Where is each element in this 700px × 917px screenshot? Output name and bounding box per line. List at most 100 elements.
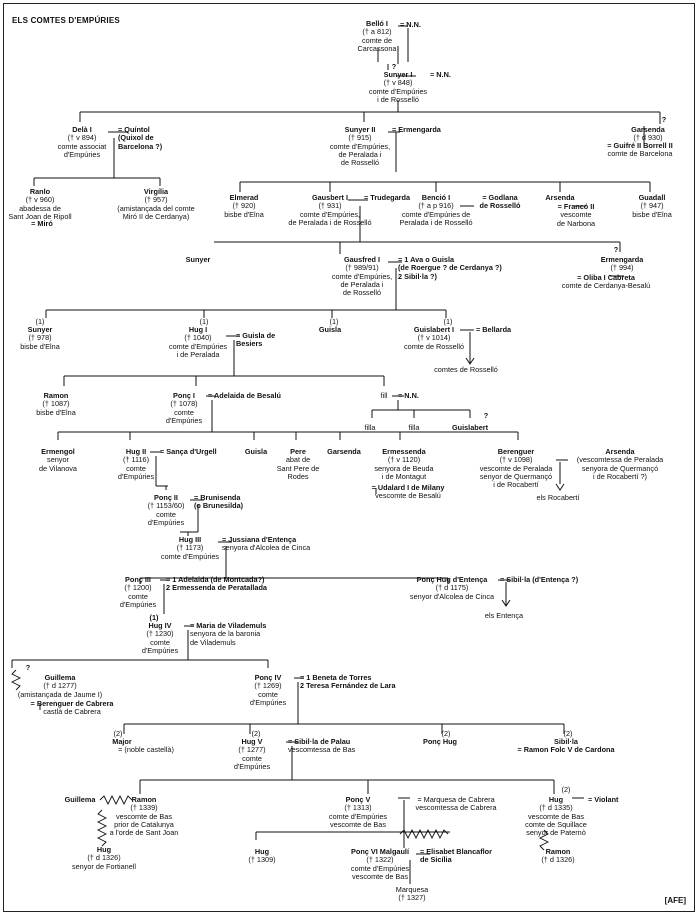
spouse-ermengarda-1: = Ermengarda <box>392 125 441 134</box>
marriage-mark: (2) <box>563 729 573 738</box>
uncertain-mark: ? <box>391 62 397 71</box>
uncertain-mark: ? <box>661 115 667 124</box>
lineage-entenca: els Entença <box>484 611 524 620</box>
credit-label: [AFE] <box>664 896 686 905</box>
person-gausbert-1: Gausbert I(† 931)comte d'Empúries,de Per… <box>288 193 372 227</box>
marriage-mark: (1) <box>443 317 453 326</box>
spouse-bellarda: = Bellarda <box>476 325 512 334</box>
diagram-frame <box>3 3 695 912</box>
person-gausfred-1: Gausfred I(† 989/91)comte d'Empúries,de … <box>331 255 393 298</box>
person-sunyer-2: Sunyer II(† 915)comte d'Empúries,de Pera… <box>329 125 391 168</box>
person-ponc-6: Ponç VI Malgaulí(† 1322)comte d'Empúries… <box>350 847 410 881</box>
person-ponc-hug-entenca: Ponç Hug d'Entença(† d 1175)senyor d'Alc… <box>409 575 495 601</box>
spouse-nn-1: = N.N. <box>400 20 421 29</box>
person-ponc-hug: Ponç Hug <box>422 737 458 746</box>
person-hug-3: Hug III(† 1173)comte d'Empúries <box>160 535 220 561</box>
person-guillema-2: Guillema <box>64 795 96 804</box>
uncertain-mark: ? <box>25 663 31 672</box>
person-garsenda-2: Garsenda <box>327 447 361 456</box>
person-fill: fill <box>380 391 388 400</box>
spouse-adelaida-montcada: = 1 Adelaida (de Montcada?)2 Ermessenda … <box>166 575 267 593</box>
person-garsenda-1: Garsenda(† d 930) <box>631 125 665 143</box>
person-sibilla-3: Sibil·la <box>554 737 578 746</box>
marriage-mark: (1) <box>149 613 159 622</box>
person-guillema-1: Guillema(† d 1277)(amistançada de Jaume … <box>17 673 103 699</box>
marriage-mark: (2) <box>113 729 123 738</box>
person-sunyer-3: Sunyer <box>185 255 211 264</box>
uncertain-mark: ? <box>483 411 489 420</box>
marriage-mark: (2) <box>251 729 261 738</box>
person-marquesa-2: Marquesa(† 1327) <box>395 885 429 903</box>
person-ramon-1: Ramon(† 1087)bisbe d'Elna <box>36 391 76 417</box>
marriage-mark: (1) <box>329 317 339 326</box>
person-guislabert-2: Guislabert <box>451 423 489 432</box>
person-filla-1: filla <box>364 423 376 432</box>
marriage-mark: (1) <box>35 317 45 326</box>
spouse-nn-3: = N.N. <box>398 391 419 400</box>
person-hug-8: Hug(† 1309) <box>248 847 276 865</box>
person-hug-7: Hug(† d 1326)senyor de Fortianell <box>71 845 137 871</box>
spouse-nn-2: = N.N. <box>430 70 451 79</box>
spouse-brunisenda: = Brunisenda(o Brunesilda) <box>194 493 244 511</box>
marriage-mark: (2) <box>561 785 571 794</box>
spouse-miro: = Miró <box>31 219 53 228</box>
marriage-mark: (1) <box>199 317 209 326</box>
spouse-adelaida-besalu: = Adelaida de Besalú <box>208 391 281 400</box>
person-arsenda-1: Arsenda <box>545 193 575 202</box>
person-filla-2: filla <box>408 423 420 432</box>
person-sunyer-4: Sunyer(† 978)bisbe d'Elna <box>20 325 60 351</box>
spouse-ava-guisla: = 1 Ava o Guisla(de Roergue ? de Cerdany… <box>398 255 502 281</box>
spouse-noble-castella: = (noble castellà) <box>118 745 174 754</box>
person-major: Major <box>112 737 132 746</box>
spouse-violant: = Violant <box>588 795 619 804</box>
person-ermengarda-2: Ermengarda(† 994) <box>600 255 644 273</box>
person-ramon-3: Ramon(† d 1326) <box>541 847 575 865</box>
lineage-rocaberti: els Rocabertí <box>536 493 580 502</box>
diagram-title: ELS COMTES D'EMPÚRIES <box>12 16 120 25</box>
uncertain-mark: ? <box>613 245 619 254</box>
spouse-ramon-folc: = Ramon Folc V de Cardona <box>517 745 615 754</box>
spouse-trudegarda: = Trudegarda <box>364 193 411 202</box>
spouse-sanca-urgell: = Sança d'Urgell <box>160 447 217 456</box>
person-guisla-1: Guisla <box>318 325 342 334</box>
person-elmerad: Elmerad(† 920)bisbe d'Elna <box>224 193 264 219</box>
marriage-mark: (2) <box>441 729 451 738</box>
